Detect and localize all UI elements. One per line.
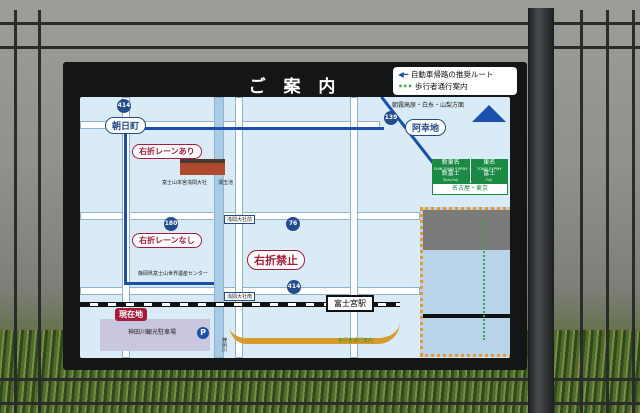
expwy-destination: 名古屋・東京 (432, 182, 508, 195)
callout-no-right-turn: 右折禁止 (247, 250, 305, 270)
expwy-left-name: 新東名 (441, 159, 460, 166)
walk-arrow-label: 歩行者通行案内 (338, 338, 374, 344)
route-sign: 76 (286, 217, 300, 231)
place-heritage-center: 静岡県富士山世界遺産センター (138, 271, 209, 277)
sign-title: ご 案 内 (248, 77, 342, 97)
place-shrine: 富士山本宮浅間大社 (162, 180, 208, 186)
dotted-line-icon: ••• (398, 82, 415, 91)
place-sengen-minami: 浅間大社南 (224, 292, 256, 301)
route-sign: 180 (164, 217, 178, 231)
callout-lane-no: 右折レーンなし (132, 233, 202, 248)
place-asahicho: 朝日町 (105, 117, 147, 134)
callout-lane-yes: 右折レーンあり (132, 144, 202, 159)
parking-area (100, 319, 210, 351)
railway (80, 302, 400, 307)
place-parking: 神田川観光駐車場 (128, 329, 177, 336)
expwy-right-name: 東名 (483, 159, 496, 166)
fence-post (528, 8, 554, 413)
expwy-right-en: TOMEI EXPWY (476, 166, 502, 171)
expwy-right-ic: 富士 (483, 169, 496, 177)
guide-sign: ご 案 内 ◀━ 自動車帰路の推奨ルート ••• 歩行者通行案内 414 180… (63, 62, 527, 370)
route-sign: 139 (384, 111, 398, 125)
route-sign: 414 (287, 280, 301, 294)
arrow-left-icon: ◀━ (398, 70, 411, 79)
place-station: 富士宮駅 (326, 295, 374, 312)
route-sign: 414 (117, 99, 131, 113)
expwy-right-ic-en: Fuji (486, 177, 493, 182)
place-river: 神田川 (221, 337, 227, 352)
place-akouji: 阿幸地 (405, 119, 447, 136)
legend-route: 自動車帰路の推奨ルート (410, 70, 494, 79)
legend: ◀━ 自動車帰路の推奨ルート ••• 歩行者通行案内 (393, 67, 517, 95)
current-location-marker: 現在地 (115, 308, 147, 321)
shrine-icon (180, 159, 225, 175)
direction-label: 朝霧高原・白糸・山梨方面 (392, 102, 465, 109)
walk-arrow (230, 322, 400, 344)
map: 414 180 76 139 414 朝日町 阿幸地 朝霧高原・白糸・山梨方面 … (80, 97, 510, 358)
place-wakutama: 湧玉池 (218, 180, 234, 186)
mount-fuji-icon (472, 105, 506, 122)
parking-icon: P (197, 327, 209, 339)
expwy-left-ic-en: Shin-Fuji (443, 177, 459, 182)
legend-walk: 歩行者通行案内 (415, 82, 468, 91)
place-sengen-mae: 浅間大社前 (224, 215, 256, 224)
expwy-left-ic: 新富士 (441, 169, 460, 177)
inset-photo-map (420, 207, 510, 357)
expwy-left-en: SHIN-TOMEI EXPWY (433, 166, 468, 171)
